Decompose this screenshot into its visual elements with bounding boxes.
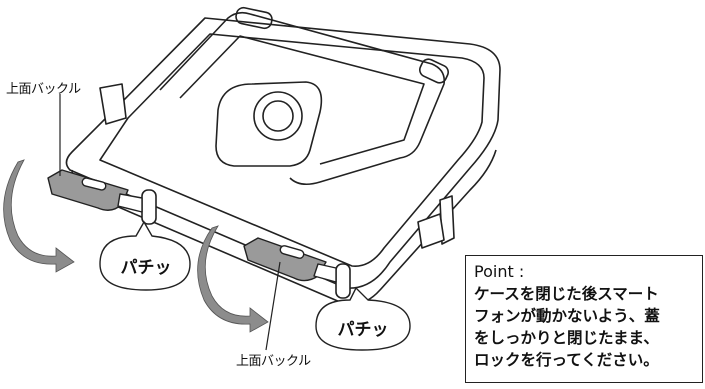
- stand-handle-inner: [179, 35, 425, 165]
- buckle-left-strap: [117, 193, 143, 213]
- curved-arrow-left-icon: [3, 159, 75, 273]
- bubble-left: [99, 220, 191, 291]
- handle-grip-right: [419, 58, 449, 84]
- buckle-bottom-slot: [279, 245, 305, 259]
- point-line: ロックを行ってください。: [474, 351, 659, 369]
- side-tab-right-knob: [417, 213, 445, 249]
- buckle-bottom-strap: [313, 263, 337, 283]
- bubble-right: [315, 286, 411, 351]
- bubble-right-text: パチッ: [337, 320, 389, 340]
- point-title: Point :: [474, 262, 525, 281]
- buckle-left-slot: [81, 177, 107, 191]
- case-rim: [99, 33, 485, 267]
- camera-hole-outer: [253, 91, 303, 141]
- point-line: ケースを閉じた後スマート: [474, 285, 659, 303]
- label-top-buckle-bottom: 上面バックル: [236, 354, 311, 369]
- band-loop-right: [335, 263, 351, 299]
- point-note-box: Point : ケースを閉じた後スマート フォンが動かないよう、蓋 をしっかりと…: [465, 255, 703, 383]
- handle-grip-top: [235, 6, 273, 30]
- band-loop-left: [141, 189, 157, 225]
- stand-handle-outer: [159, 11, 446, 186]
- camera-hole-inner: [262, 100, 294, 132]
- bubble-left-text: パチッ: [120, 258, 172, 278]
- hinge-block: [215, 81, 323, 167]
- point-line: フォンが動かないよう、蓋: [474, 307, 660, 325]
- side-tab-left: [99, 83, 127, 125]
- leader-buckle-bottom: [265, 261, 281, 351]
- label-top-buckle-left: 上面バックル: [6, 82, 81, 97]
- point-line: をしっかりと閉じたまま、: [474, 329, 659, 347]
- curved-arrow-right-icon: [197, 225, 269, 333]
